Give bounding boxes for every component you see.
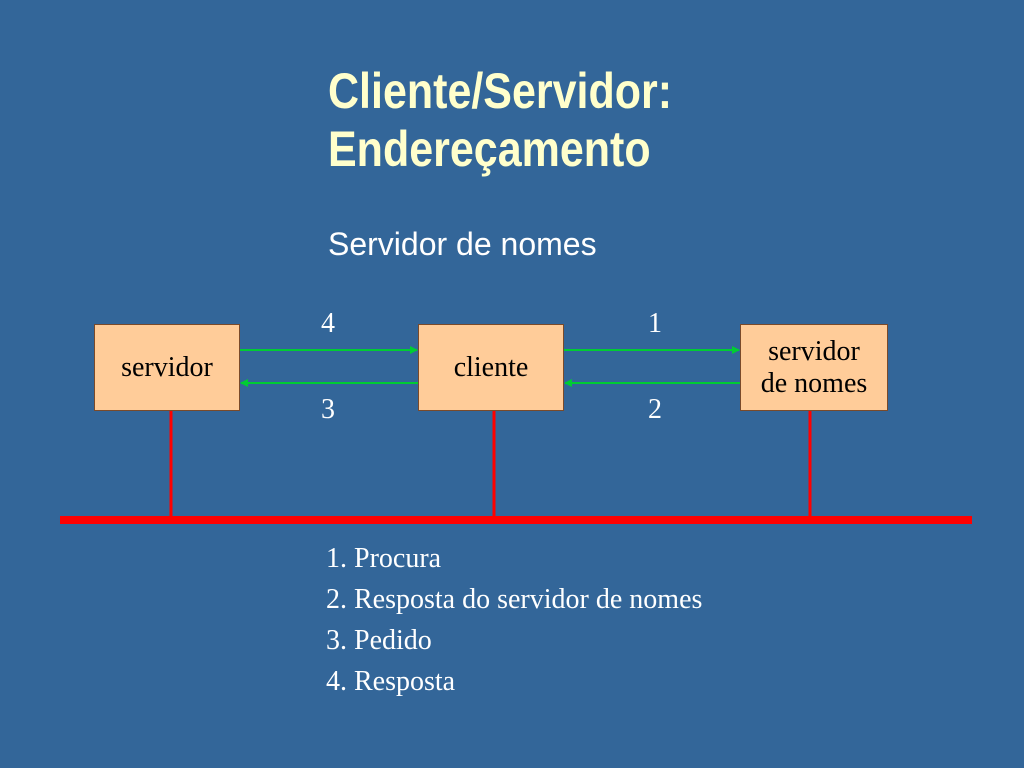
arrow-label-2: 2 <box>648 394 662 425</box>
title-line-2: Endereçamento <box>328 121 651 177</box>
step-item: 4. Resposta <box>326 666 456 697</box>
step-item: 2. Resposta do servidor de nomes <box>326 584 703 615</box>
steps-list: 1. Procura 2. Resposta do servidor de no… <box>326 538 702 702</box>
name-server-label-line-1: servidor <box>768 335 860 367</box>
step-item: 3. Pedido <box>326 625 432 656</box>
name-server-node: servidor de nomes <box>740 324 888 411</box>
servidor-node-label: servidor <box>121 351 213 383</box>
servidor-node: servidor <box>94 324 240 411</box>
arrow-label-4: 4 <box>321 308 335 339</box>
cliente-node-label: cliente <box>453 351 529 383</box>
slide-title: Cliente/Servidor: Endereçamento <box>328 62 896 178</box>
slide-subtitle: Servidor de nomes <box>328 226 597 262</box>
arrow-label-3: 3 <box>321 394 335 425</box>
title-line-1: Cliente/Servidor: <box>328 63 673 119</box>
arrow-label-1: 1 <box>648 308 662 339</box>
cliente-node: cliente <box>418 324 564 411</box>
step-item: 1. Procura <box>326 543 442 574</box>
name-server-label-line-2: de nomes <box>760 367 868 399</box>
